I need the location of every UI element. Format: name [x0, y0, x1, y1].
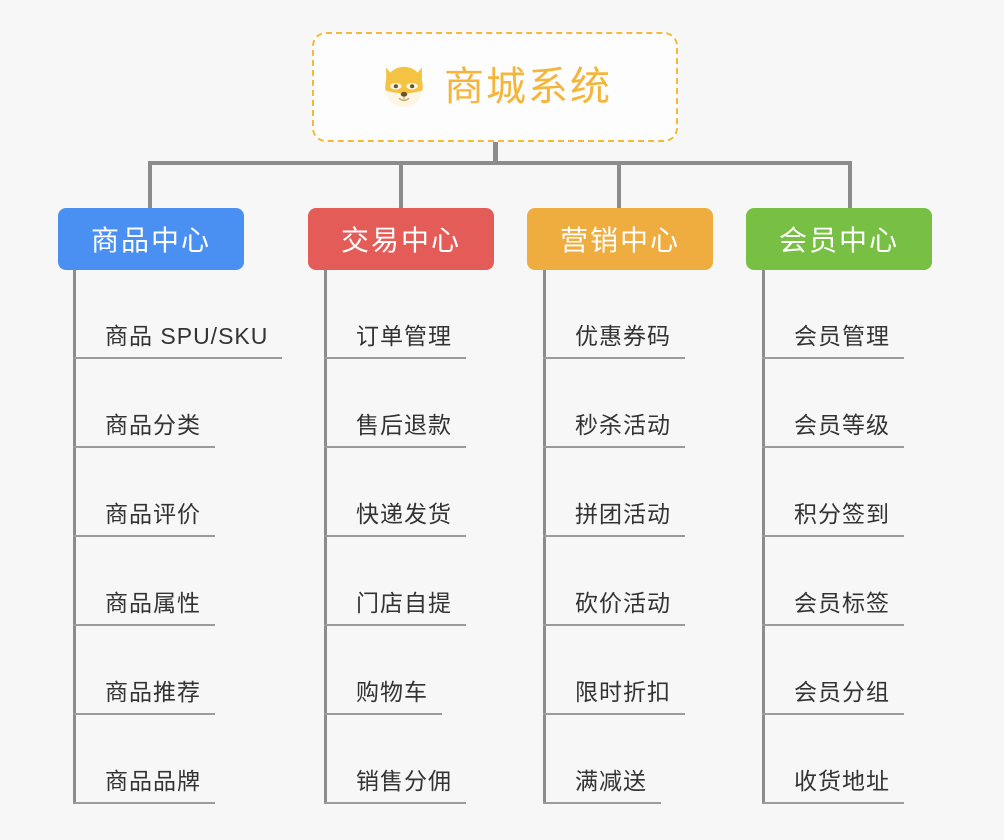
leaf-item[interactable]: 会员标签	[762, 537, 904, 626]
leaf-item-label: 商品属性	[105, 590, 201, 616]
leaf-item[interactable]: 商品分类	[73, 359, 215, 448]
leaf-item[interactable]: 商品推荐	[73, 626, 215, 715]
leaf-item-label: 会员等级	[794, 412, 890, 438]
shiba-dog-icon	[385, 66, 423, 108]
leaf-item[interactable]: 积分签到	[762, 448, 904, 537]
root-node[interactable]: 商城系统	[312, 32, 678, 142]
leaf-item[interactable]: 售后退款	[324, 359, 466, 448]
leaf-item[interactable]: 优惠券码	[543, 270, 685, 359]
leaf-item[interactable]: 商品品牌	[73, 715, 215, 804]
leaf-item-label: 快递发货	[356, 501, 452, 527]
category-title: 商品中心	[90, 225, 211, 256]
leaf-item-label: 商品评价	[105, 501, 201, 527]
leaf-item[interactable]: 门店自提	[324, 537, 466, 626]
leaf-item-label: 秒杀活动	[575, 412, 671, 438]
leaf-item-label: 订单管理	[356, 323, 452, 349]
leaf-item-label: 会员管理	[794, 323, 890, 349]
category-title: 会员中心	[778, 225, 899, 256]
connector-drop-3	[617, 161, 621, 208]
leaf-item-label: 积分签到	[794, 501, 890, 527]
connector-drop-4	[848, 161, 852, 208]
leaf-item-label: 购物车	[356, 679, 428, 705]
leaf-item-label: 商品推荐	[105, 679, 201, 705]
leaf-item-label: 会员标签	[794, 590, 890, 616]
leaf-item-label: 会员分组	[794, 679, 890, 705]
leaf-item-label: 商品品牌	[105, 768, 201, 794]
leaf-item-label: 商品 SPU/SKU	[105, 323, 269, 349]
leaf-item[interactable]: 快递发货	[324, 448, 466, 537]
leaf-item[interactable]: 砍价活动	[543, 537, 685, 626]
leaf-item[interactable]: 限时折扣	[543, 626, 685, 715]
category-box-交易中心[interactable]: 交易中心	[308, 208, 494, 270]
leaf-item[interactable]: 订单管理	[324, 270, 466, 359]
connector-drop-2	[399, 161, 403, 208]
leaf-item[interactable]: 会员分组	[762, 626, 904, 715]
leaf-item[interactable]: 会员等级	[762, 359, 904, 448]
leaf-item[interactable]: 商品评价	[73, 448, 215, 537]
leaf-item-label: 优惠券码	[575, 323, 671, 349]
connector-drop-1	[148, 161, 152, 208]
category-box-会员中心[interactable]: 会员中心	[746, 208, 932, 270]
category-title: 营销中心	[559, 225, 680, 256]
category-box-营销中心[interactable]: 营销中心	[527, 208, 713, 270]
column-rail	[324, 270, 327, 804]
column-rail	[73, 270, 76, 804]
leaf-item[interactable]: 满减送	[543, 715, 661, 804]
connector-root-trunk	[493, 142, 498, 164]
leaf-item[interactable]: 销售分佣	[324, 715, 466, 804]
leaf-item[interactable]: 商品属性	[73, 537, 215, 626]
leaf-item[interactable]: 会员管理	[762, 270, 904, 359]
leaf-item-label: 收货地址	[794, 768, 890, 794]
connector-bus	[148, 161, 852, 165]
column-rail	[762, 270, 765, 804]
leaf-item-label: 砍价活动	[575, 590, 671, 616]
category-box-商品中心[interactable]: 商品中心	[58, 208, 244, 270]
leaf-item[interactable]: 商品 SPU/SKU	[73, 270, 282, 359]
leaf-item-label: 限时折扣	[575, 679, 671, 705]
leaf-item-label: 售后退款	[356, 412, 452, 438]
leaf-item-label: 拼团活动	[575, 501, 671, 527]
leaf-item[interactable]: 拼团活动	[543, 448, 685, 537]
leaf-item-label: 商品分类	[105, 412, 201, 438]
leaf-item[interactable]: 购物车	[324, 626, 442, 715]
leaf-item-label: 销售分佣	[356, 768, 452, 794]
category-title: 交易中心	[340, 225, 461, 256]
column-rail	[543, 270, 546, 804]
leaf-item[interactable]: 秒杀活动	[543, 359, 685, 448]
root-title: 商城系统	[444, 65, 612, 109]
leaf-item-label: 门店自提	[356, 590, 452, 616]
leaf-item-label: 满减送	[575, 768, 647, 794]
leaf-item[interactable]: 收货地址	[762, 715, 904, 804]
